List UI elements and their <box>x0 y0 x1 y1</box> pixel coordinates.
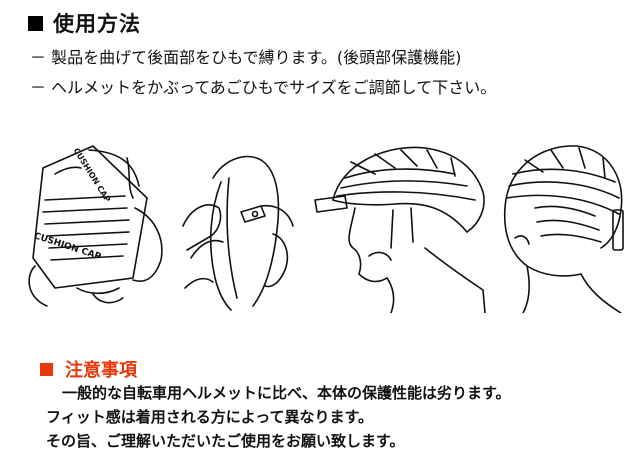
usage-step-1: － 製品を曲げて後面部をひもで縛ります。(後頭部保護機能) <box>30 48 462 67</box>
notice-line-2: フィット感は着用される方によって異なります。 <box>46 408 374 426</box>
cap-label-top: CUSHION CAP <box>72 146 113 203</box>
black-square-icon <box>28 15 43 31</box>
illustration-fold-cap: CUSHION CAP CUSHION CAP <box>28 145 163 307</box>
illustration-rear-view <box>503 145 624 313</box>
notice-heading: 注意事項 <box>40 356 137 382</box>
usage-step-2: － ヘルメットをかぶってあごひもでサイズをご調節して下さい。 <box>30 78 497 97</box>
red-square-icon <box>40 362 53 376</box>
notice-line-3: その旨、ご理解いただいたご使用をお願い致します。 <box>46 432 405 450</box>
usage-illustrations: CUSHION CAP CUSHION CAP <box>28 145 624 313</box>
cap-label-bottom: CUSHION CAP <box>33 231 103 262</box>
illustration-tie-strap <box>182 155 294 311</box>
notice-line-1: 一般的な自転車用ヘルメットに比べ、本体の保護性能は劣ります。 <box>62 384 511 402</box>
usage-heading-text: 使用方法 <box>53 12 141 36</box>
illustration-side-profile <box>314 146 486 313</box>
notice-heading-text: 注意事項 <box>65 360 137 381</box>
usage-heading: 使用方法 <box>28 8 141 38</box>
